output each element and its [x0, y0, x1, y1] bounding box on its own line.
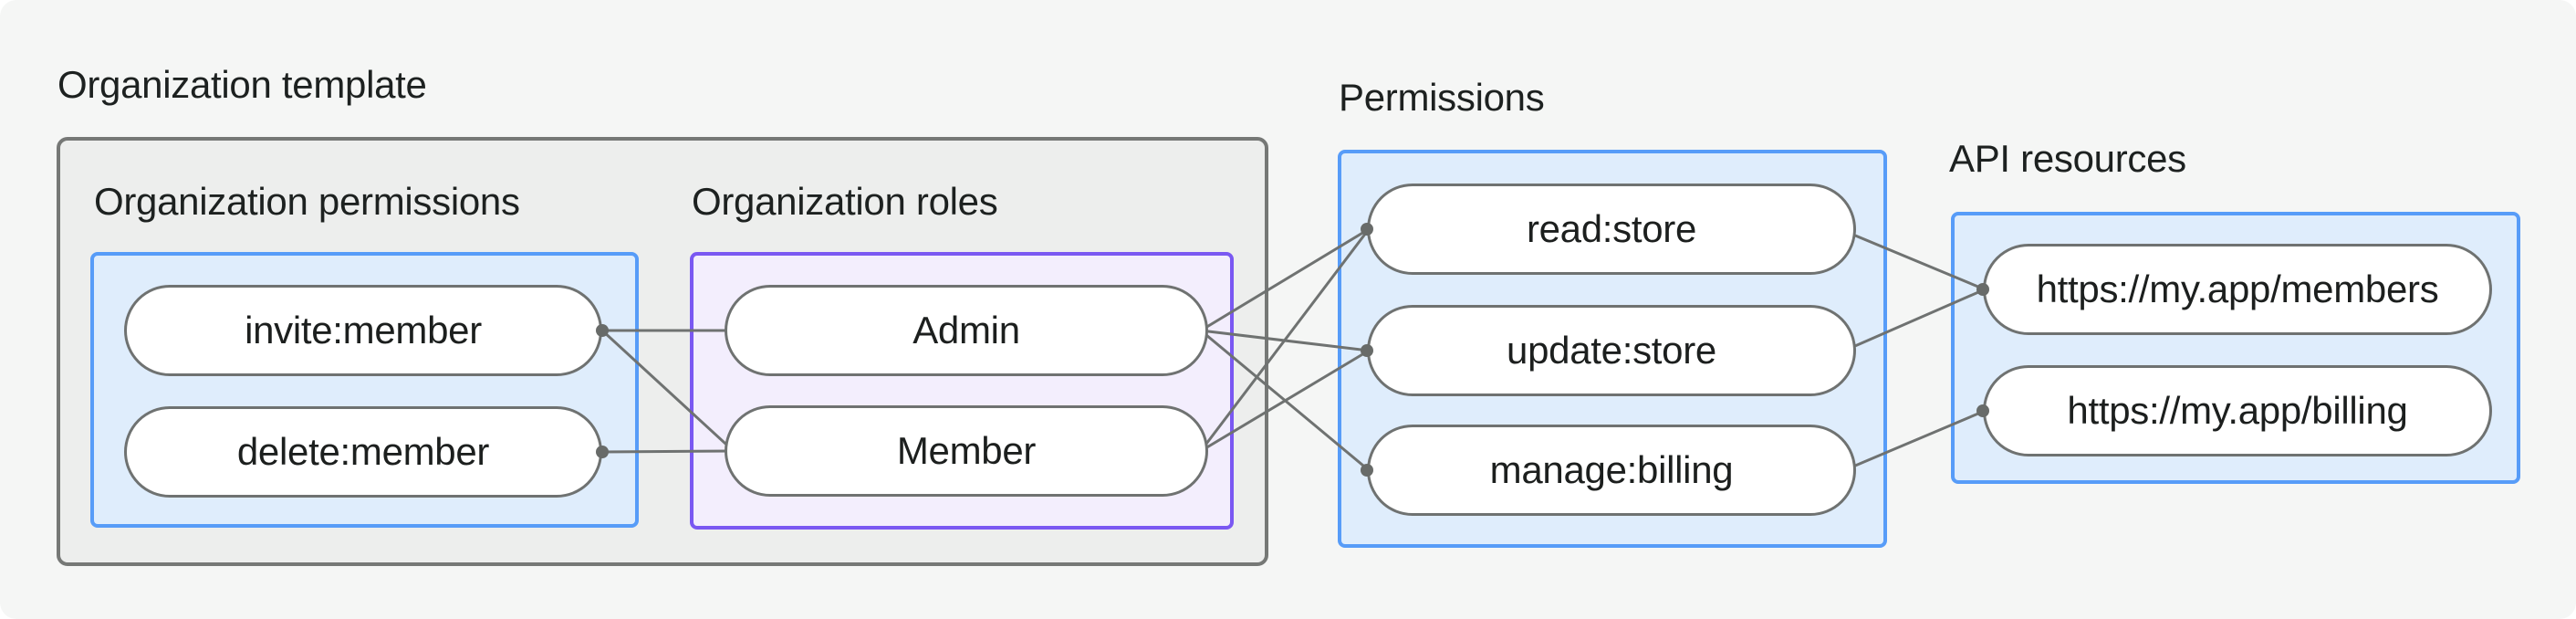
connector-dot — [1976, 283, 1989, 296]
node-billing-url: https://my.app/billing — [1983, 365, 2492, 456]
node-member: Member — [725, 405, 1208, 497]
edge-delete-member — [601, 449, 733, 454]
permissions-label: Permissions — [1339, 76, 1545, 119]
connector-dot — [596, 446, 609, 458]
edge-member-read — [1199, 228, 1371, 452]
node-members-url: https://my.app/members — [1983, 244, 2492, 335]
org-template-label: Organization template — [57, 63, 427, 106]
connector-dot — [1361, 464, 1373, 477]
node-delete-member: delete:member — [124, 406, 602, 498]
api-resources-label: API resources — [1949, 137, 2186, 180]
edge-read-members — [1848, 231, 1986, 291]
edge-member-update — [1200, 349, 1370, 453]
node-admin: Admin — [725, 285, 1208, 376]
node-update-store: update:store — [1367, 305, 1856, 396]
node-read-store: read:store — [1367, 184, 1856, 275]
node-invite-member: invite:member — [124, 285, 602, 376]
org-roles-label: Organization roles — [692, 180, 998, 223]
connector-dot — [596, 324, 609, 337]
node-manage-billing: manage:billing — [1367, 425, 1856, 516]
org-permissions-label: Organization permissions — [94, 180, 520, 223]
connector-dot — [1976, 404, 1989, 417]
connector-dot — [1361, 344, 1373, 357]
connector-dot — [1361, 223, 1373, 236]
edge-invite-member — [600, 329, 737, 455]
edge-admin-read — [1200, 227, 1370, 332]
edge-manage-billing — [1848, 409, 1986, 470]
edge-update-members — [1848, 288, 1986, 351]
